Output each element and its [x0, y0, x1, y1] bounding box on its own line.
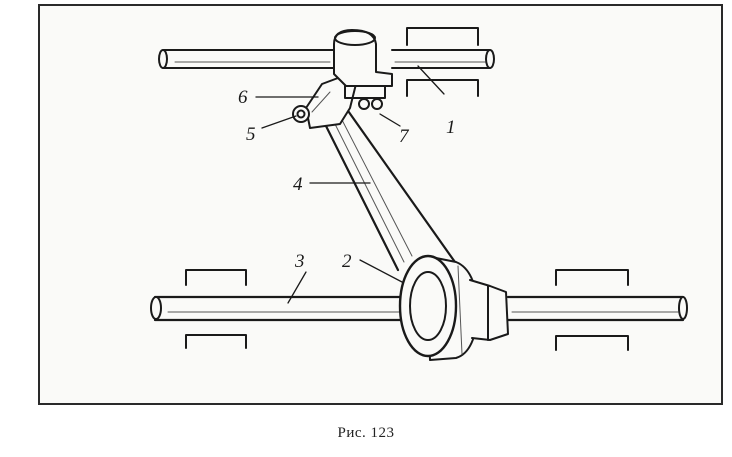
upper-fork-arm: [305, 77, 357, 129]
leader-lines: [255, 65, 445, 304]
label-3: 3: [294, 251, 305, 272]
connecting-rod: [320, 106, 464, 274]
upper-bearing-bracket: [406, 27, 479, 97]
label-5: 5: [246, 124, 256, 145]
clamp-bolt: [358, 98, 383, 110]
figure-frame: [38, 4, 723, 405]
label-6: 6: [238, 87, 248, 108]
label-2: 2: [342, 251, 352, 272]
lower-left-bearing-bracket: [185, 269, 247, 349]
pivot-pin: [292, 105, 310, 123]
label-7: 7: [399, 126, 410, 147]
label-1: 1: [446, 117, 456, 138]
label-4: 4: [293, 174, 303, 195]
upper-clamp: [333, 29, 393, 99]
lower-right-bearing-bracket: [555, 269, 629, 351]
eccentric-disc: [398, 254, 509, 361]
upper-shaft: [158, 49, 495, 69]
figure-caption: Рис. 123: [337, 425, 395, 441]
